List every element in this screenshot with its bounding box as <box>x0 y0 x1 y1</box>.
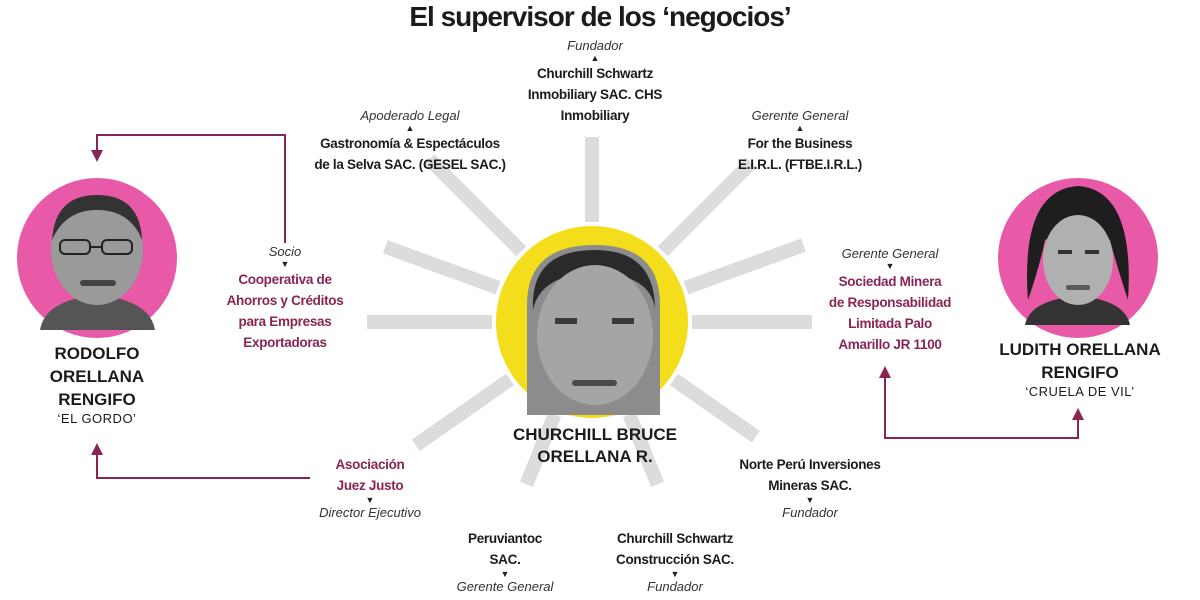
role-bottom-left: Director Ejecutivo <box>319 505 421 520</box>
ray-5 <box>382 240 501 295</box>
company-bottom-left: Asociación Juez Justo ▼ Director Ejecuti… <box>290 454 450 521</box>
role-bottom-a: Gerente General <box>456 579 554 594</box>
role-left: Socio <box>268 244 302 259</box>
ray-9 <box>411 373 515 452</box>
ray-8 <box>669 373 760 443</box>
center-person-label: CHURCHILL BRUCE ORELLANA R. <box>495 424 695 468</box>
entity-top-left: Gastronomía & Espectáculos de la Selva S… <box>314 136 506 172</box>
ray-3 <box>424 154 527 257</box>
arrow-up-icon: ▲ <box>590 53 600 63</box>
left-person-name: RODOLFO ORELLANA RENGIFO <box>49 344 145 409</box>
left-person-label: RODOLFO ORELLANA RENGIFO ‘EL GORDO’ <box>27 342 167 427</box>
ray-4 <box>683 238 806 295</box>
role-top-right: Gerente General <box>751 108 849 123</box>
arrow-down-icon: ▼ <box>365 495 375 505</box>
arrow-down-icon: ▼ <box>670 569 680 579</box>
connector-lines <box>91 134 1084 479</box>
connector-minera-to-ludith <box>884 378 1079 439</box>
ray-11 <box>622 412 665 487</box>
company-bottom-b: Churchill Schwartz Construcción SAC. ▼ F… <box>590 528 760 595</box>
company-bottom-a: Peruviantoc SAC. ▼ Gerente General <box>435 528 575 595</box>
right-person-portrait <box>1025 186 1130 325</box>
page-title: El supervisor de los ‘negocios’ <box>409 1 791 32</box>
arrowhead-ludith-bottom <box>1072 408 1084 420</box>
entity-bottom-right: Norte Perú Inversiones Mineras SAC. <box>739 457 881 493</box>
entity-bottom-a: Peruviantoc SAC. <box>468 531 542 567</box>
arrow-up-icon: ▲ <box>795 123 805 133</box>
center-person-name: CHURCHILL BRUCE ORELLANA R. <box>512 425 677 466</box>
ray-10 <box>519 412 562 487</box>
right-person-name: LUDITH ORELLANA RENGIFO <box>999 340 1161 382</box>
entity-right: Sociedad Minera de Responsabilidad Limit… <box>828 274 952 352</box>
arrowhead-minera-top <box>879 366 891 378</box>
company-left: Socio ▼ Cooperativa de Ahorros y Crédito… <box>210 244 360 353</box>
entity-bottom-left: Asociación Juez Justo <box>335 457 405 493</box>
role-top: Fundador <box>567 38 623 53</box>
right-person-alias: ‘CRUELA DE VIL’ <box>1025 384 1135 399</box>
ray-2 <box>657 157 757 257</box>
connector-asociacion-to-rodolfo <box>96 455 310 479</box>
right-person-label: LUDITH ORELLANA RENGIFO ‘CRUELA DE VIL’ <box>985 338 1175 400</box>
arrow-up-icon: ▲ <box>405 123 415 133</box>
arrow-down-icon: ▼ <box>805 495 815 505</box>
role-bottom-b: Fundador <box>647 579 703 594</box>
company-bottom-right: Norte Perú Inversiones Mineras SAC. ▼ Fu… <box>705 454 915 521</box>
role-right: Gerente General <box>841 246 939 261</box>
entity-left: Cooperativa de Ahorros y Créditos para E… <box>226 272 344 350</box>
left-person-portrait <box>40 195 155 330</box>
company-right: Gerente General ▼ Sociedad Minera de Res… <box>805 246 975 355</box>
arrow-down-icon: ▼ <box>500 569 510 579</box>
role-bottom-right: Fundador <box>782 505 838 520</box>
company-top: Fundador ▲ Churchill Schwartz Inmobiliar… <box>480 38 710 126</box>
left-person-alias: ‘EL GORDO’ <box>57 411 137 426</box>
entity-bottom-b: Churchill Schwartz Construcción SAC. <box>616 531 734 567</box>
connector-socio-to-rodolfo <box>96 134 286 243</box>
entity-top-right: For the Business E.I.R.L. (FTBE.I.R.L.) <box>738 136 862 172</box>
arrow-down-icon: ▼ <box>280 259 290 269</box>
arrowhead-rodolfo-bottom <box>91 443 103 455</box>
entity-top: Churchill Schwartz Inmobiliary SAC. CHS … <box>527 66 663 123</box>
company-top-left: Apoderado Legal ▲ Gastronomía & Espectác… <box>270 108 550 175</box>
rays <box>367 137 812 487</box>
arrow-down-icon: ▼ <box>885 261 895 271</box>
center-portrait <box>527 245 660 415</box>
role-top-left: Apoderado Legal <box>360 108 460 123</box>
company-top-right: Gerente General ▲ For the Business E.I.R… <box>700 108 900 175</box>
arrowhead-rodolfo-top <box>91 150 103 162</box>
